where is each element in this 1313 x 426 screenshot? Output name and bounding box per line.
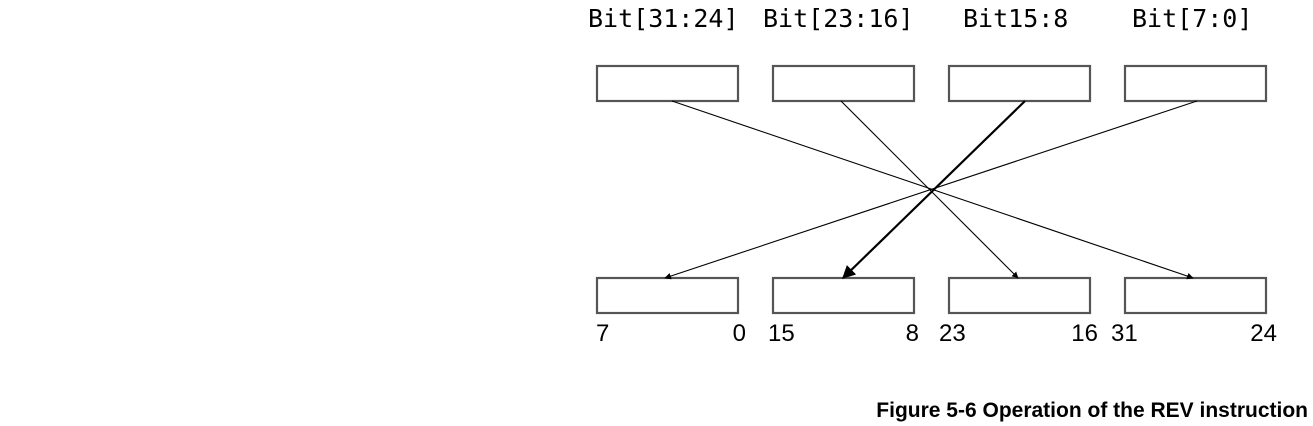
bottom-label-2-high: 16 xyxy=(1071,320,1098,347)
bottom-label-3-high: 24 xyxy=(1250,320,1277,347)
mapping-arrow-byte3-to-byte0 xyxy=(664,100,1198,280)
bottom-label-1-high: 8 xyxy=(906,320,919,347)
top-byte-box-0 xyxy=(595,64,740,103)
bottom-byte-box-0 xyxy=(595,276,740,315)
bottom-byte-box-1 xyxy=(771,276,916,315)
top-byte-box-2 xyxy=(947,64,1092,103)
header-label-bit-7-0: Bit[7:0] xyxy=(1132,4,1252,33)
header-label-bit-31-24: Bit[31:24] xyxy=(588,4,739,33)
bottom-label-2-low: 23 xyxy=(939,320,966,347)
top-byte-box-3 xyxy=(1123,64,1268,103)
header-label-bit-15-8: Bit15:8 xyxy=(963,4,1068,33)
bottom-label-0-low: 7 xyxy=(596,320,609,347)
bottom-label-3-low: 31 xyxy=(1111,320,1138,347)
header-label-bit-23-16: Bit[23:16] xyxy=(763,4,914,33)
top-byte-box-1 xyxy=(771,64,916,103)
figure-caption: Figure 5-6 Operation of the REV instruct… xyxy=(876,399,1308,422)
bottom-label-1-low: 15 xyxy=(768,320,795,347)
mapping-arrow-byte2-to-byte1 xyxy=(842,100,1026,279)
bottom-byte-box-2 xyxy=(947,276,1092,315)
bottom-byte-box-3 xyxy=(1123,276,1268,315)
bottom-label-0-high: 0 xyxy=(733,320,746,347)
